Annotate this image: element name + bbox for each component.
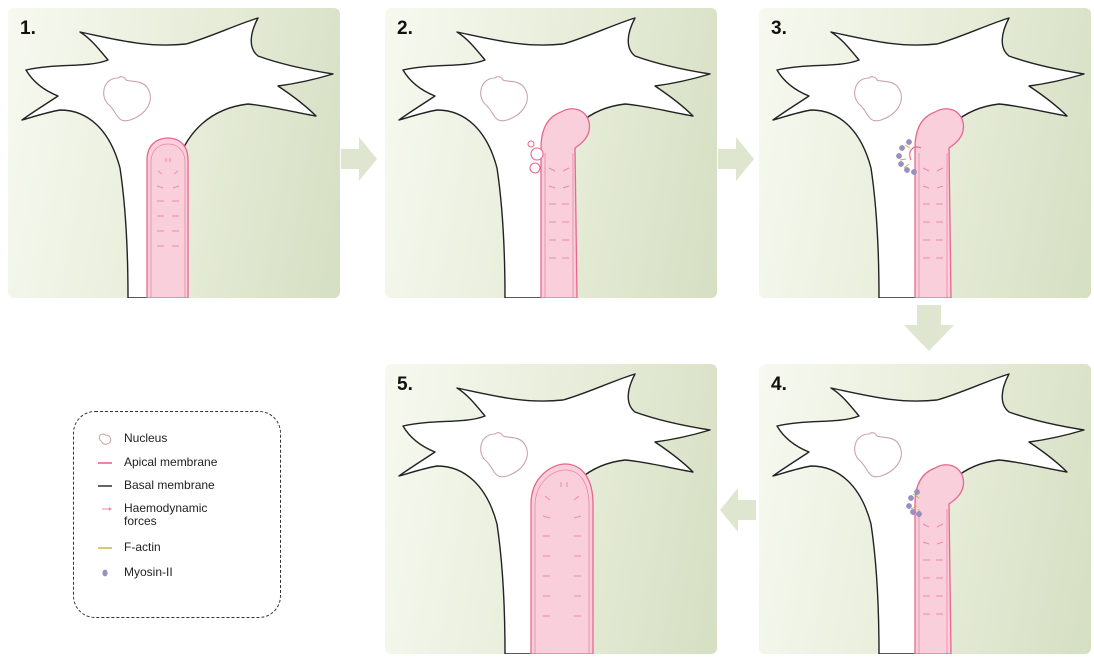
legend-item-myosin-ii: Myosin-II [94,566,173,580]
legend-item-nucleus: Nucleus [94,432,167,446]
f-actin-line-icon [94,541,118,555]
legend-item-haemodynamic-forces: Haemodynamic forces [94,502,214,528]
legend-item-f-actin: F-actin [94,541,161,555]
legend-label: Myosin-II [124,566,173,579]
panel-1: 1. [8,8,340,298]
arrow-down-icon [904,305,954,351]
cell-diagram [759,8,1091,298]
panel-number: 3. [771,18,787,40]
panel-number: 2. [397,18,413,40]
legend-label: Basal membrane [124,479,215,492]
nucleus-icon [94,432,118,446]
arrow-right-icon [718,137,754,181]
panel-2: 2. [385,8,717,298]
arrow-right-icon [341,137,377,181]
panel-5: 5. [385,364,717,654]
legend-item-apical-membrane: Apical membrane [94,456,217,470]
myosin-dot-icon [94,566,118,580]
legend-label: F-actin [124,541,161,554]
cell-diagram [385,8,717,298]
cell-diagram [759,364,1091,654]
apical-membrane-line-icon [94,456,118,470]
legend-item-basal-membrane: Basal membrane [94,479,215,493]
legend: Nucleus Apical membrane Basal membrane H… [73,411,281,618]
legend-label: Haemodynamic forces [124,502,214,528]
cell-diagram [385,364,717,654]
legend-label: Nucleus [124,432,167,445]
panel-4: 4. [759,364,1091,654]
arrow-left-icon [720,488,756,532]
panel-number: 4. [771,374,787,396]
legend-label: Apical membrane [124,456,217,469]
panel-3: 3. [759,8,1091,298]
cell-diagram [8,8,340,298]
basal-membrane-line-icon [94,479,118,493]
panel-number: 5. [397,374,413,396]
haemodynamic-force-arrow-icon [94,502,118,516]
panel-number: 1. [20,18,36,40]
